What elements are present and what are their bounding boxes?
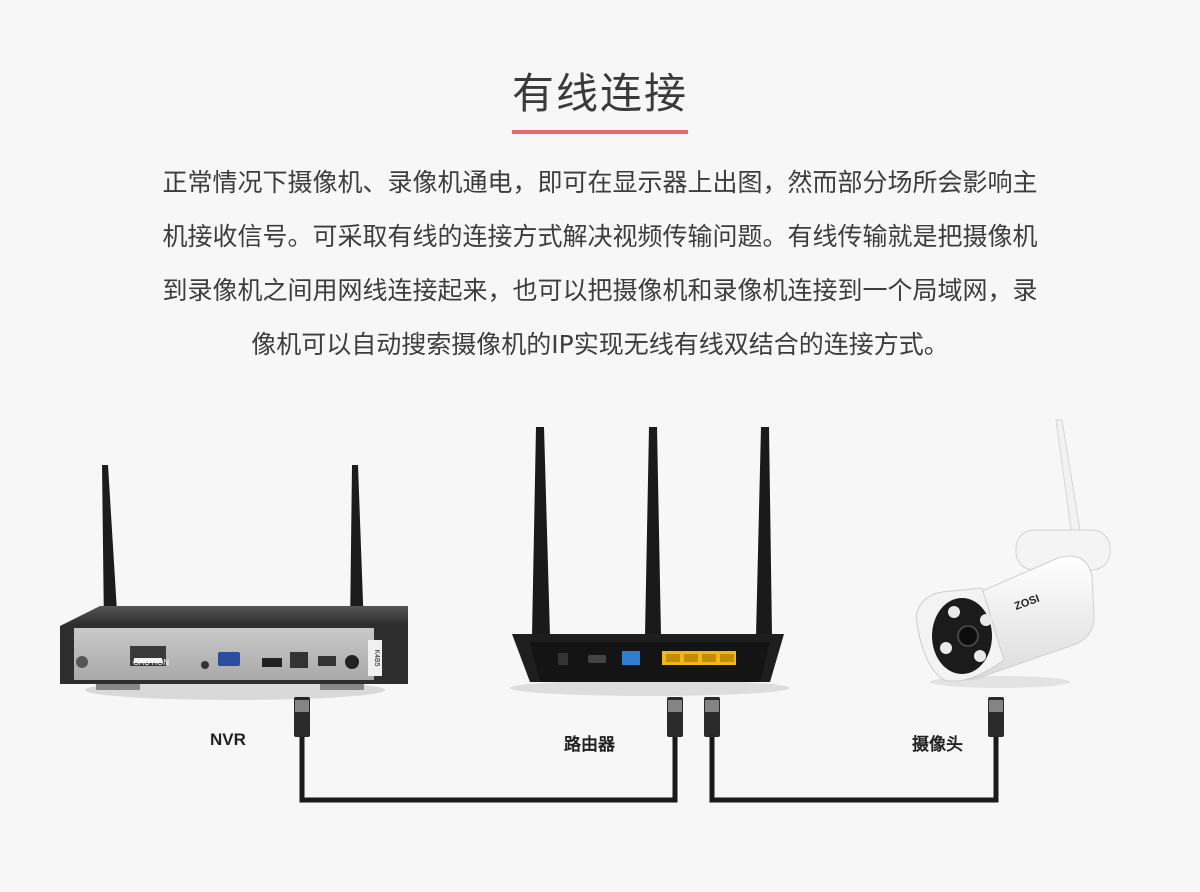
- router-label: 路由器: [564, 735, 615, 754]
- intro-paragraph: 正常情况下摄像机、录像机通电，即可在显示器上出图，然而部分场所会影响主 机接收信…: [80, 156, 1120, 372]
- network-cable-nvr-router: [299, 735, 678, 803]
- nvr-side-tag: K4B5: [373, 649, 380, 666]
- connection-diagram: CAUTION K4B5: [0, 390, 1200, 892]
- page-title: 有线连接: [511, 69, 688, 118]
- network-cable-router-camera: [709, 735, 999, 803]
- camera-label: 摄像头: [912, 735, 963, 754]
- nvr-device-image: [60, 465, 408, 700]
- router-device-image: [510, 427, 790, 696]
- title-underline: [512, 130, 688, 134]
- rj45-plug-icon: [667, 697, 683, 737]
- camera-device-image: [915, 419, 1111, 688]
- nvr-caution-label: CAUTION: [133, 658, 169, 667]
- rj45-plug-icon: [988, 697, 1004, 737]
- rj45-plug-icon: [294, 697, 310, 737]
- paragraph-line-2: 机接收信号。可采取有线的连接方式解决视频传输问题。有线传输就是把摄像机: [162, 222, 1038, 251]
- nvr-label: NVR: [210, 730, 246, 749]
- diagram-canvas: CAUTION K4B5: [60, 419, 1111, 803]
- paragraph-line-4: 像机可以自动搜索摄像机的IP实现无线有线双结合的连接方式。: [251, 330, 949, 359]
- paragraph-line-1: 正常情况下摄像机、录像机通电，即可在显示器上出图，然而部分场所会影响主: [162, 168, 1038, 197]
- paragraph-line-3: 到录像机之间用网线连接起来，也可以把摄像机和录像机连接到一个局域网，录: [162, 276, 1038, 305]
- rj45-plug-icon: [704, 697, 720, 737]
